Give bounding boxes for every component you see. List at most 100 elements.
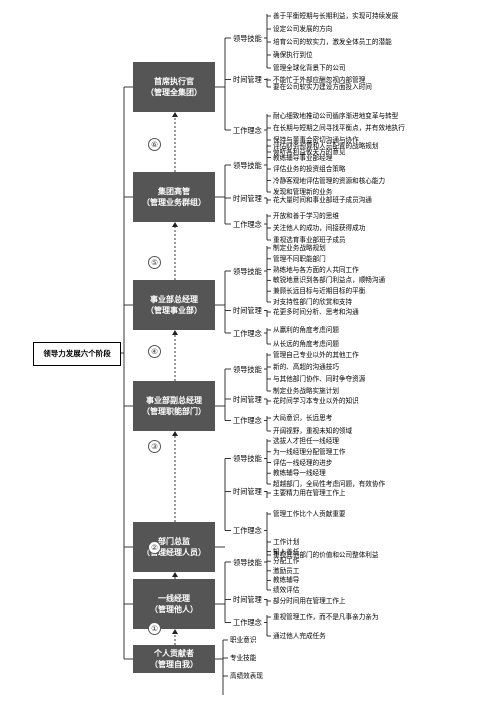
item-text: 开放和善于学习的思维 (273, 212, 339, 220)
category-label: 工作理念 (233, 618, 262, 627)
item-text: 制定业务战略规划 (273, 244, 326, 252)
item-text: 花大量时间和事业部班子成员沟通 (273, 196, 372, 204)
arrow-head (172, 572, 178, 577)
root-node: 领导力发展六个阶段 (33, 342, 121, 366)
category-label: 工作理念 (233, 416, 262, 425)
stage-subtitle: （管理全集团） (146, 87, 202, 97)
item-text: 大局意识，长远思考 (273, 414, 333, 422)
category-label: 领导技能 (233, 364, 262, 374)
arrow-head (172, 330, 178, 335)
stage-title: 事业部副总经理 (146, 395, 202, 405)
stage-title: 个人贡献者 (154, 648, 194, 658)
item-text: 超越部门，全局性考虑问题，有效协作 (273, 480, 386, 488)
item-text: 评估财务预算和人员配置的战略规划 (273, 142, 379, 150)
arrow-head (172, 222, 178, 227)
item-text: 倾听各利益攸关方的意见 (273, 148, 346, 156)
stage-box: 集团高管（管理业务群组） (133, 172, 215, 222)
stage-box: 事业部副总经理（管理职能部门） (133, 381, 215, 431)
category-label: 时间管理 (233, 75, 262, 84)
item-text: 重视选育事业部班子成员 (273, 236, 346, 244)
item-text: 教练辅导事业部经理 (273, 153, 333, 162)
item-text: 分配工作 (273, 557, 300, 566)
step-number-badge: ④ (148, 345, 161, 358)
item-text: 新的、高超的沟通技巧 (273, 363, 339, 371)
category-label: 领导技能 (233, 266, 262, 276)
item-text: 保持与董事会密切沟通与协作 (273, 136, 359, 144)
arrow-head (172, 112, 178, 117)
stage-subtitle: （管理职能部门） (142, 406, 206, 416)
step-number-badge: ③ (148, 440, 161, 453)
category-label: 工作理念 (233, 526, 262, 535)
item-text: 激励员工 (273, 566, 300, 575)
stage-subtitle: （管理经理人员） (142, 547, 206, 557)
stage-subtitle: （管理他人） (150, 604, 198, 614)
item-text: 在长期与短期之间寻找平衡点，并有效地执行 (273, 124, 405, 132)
item-text: 花时间学习本专业以外的知识 (273, 397, 359, 405)
category-label: 时间管理 (233, 595, 262, 604)
item-text: 选拔人才担任一线经理 (273, 437, 339, 445)
item-text: 设定公司发展的方向 (273, 25, 333, 33)
stage-box: 部门总监（管理经理人员） (133, 522, 215, 572)
item-text: 专业技能 (230, 654, 257, 662)
item-text: 兼顾长远目标与近期目标的平衡 (273, 287, 366, 296)
arrow-head (172, 431, 178, 436)
stage-title: 集团高管 (158, 186, 190, 196)
item-text: 通过他人完成任务 (273, 632, 326, 640)
item-text: 发现和管理新的业务 (273, 188, 333, 196)
category-label: 时间管理 (233, 394, 262, 404)
category-label: 时间管理 (233, 306, 262, 315)
item-text: 高绩效表现 (230, 672, 263, 680)
item-text: 教练辅导 (273, 576, 300, 585)
item-text: 教练辅导一线经理 (273, 469, 326, 478)
item-text: 工作计划 (273, 538, 300, 546)
item-text: 管理工作比个人贡献重要 (273, 510, 346, 518)
item-text: 冷静客观地评估管理的资源和核心能力 (273, 176, 386, 185)
item-text: 知人善任 (273, 547, 300, 556)
item-text: 管理不同职能部门 (273, 254, 326, 263)
item-text: 关注他人的成功，间接获得成功 (273, 224, 366, 232)
item-text: 不能忙于外部应酬忽视内部管理 (273, 76, 366, 84)
item-text: 主要精力用在管理工作上 (273, 489, 346, 497)
stage-subtitle: （管理业务群组） (142, 197, 206, 207)
stage-box: 事业部总经理（管理事业部） (133, 280, 215, 330)
item-text: 部分时间用在管理工作上 (273, 597, 346, 605)
item-text: 管理全球化背景下的公司 (273, 64, 346, 72)
item-text: 熟练地与各方面的人共同工作 (273, 265, 359, 274)
stage-title: 部门总监 (158, 536, 190, 546)
item-text: 敏锐地意识到各部门利益点，顺畅沟通 (273, 276, 386, 285)
category-label: 领导技能 (233, 160, 262, 170)
stage-title: 事业部总经理 (150, 294, 198, 304)
item-text: 职业意识 (230, 636, 257, 644)
stage-box: 个人贡献者（管理自我） (133, 645, 215, 673)
item-text: 花更多时间分析、思考和沟通 (273, 308, 359, 316)
stage-box: 首席执行官（管理全集团） (133, 62, 215, 112)
arrow-head (172, 629, 178, 634)
step-number-badge: ⑥ (148, 138, 161, 151)
step-number-badge: ⑤ (148, 256, 161, 269)
item-text: 管理自己专业以外的其他工作 (273, 351, 359, 359)
category-label: 领导技能 (233, 557, 262, 567)
item-text: 从赢利的角度考虑问题 (273, 326, 339, 334)
item-text: 与其他部门协作、同时争夺资源 (273, 375, 366, 383)
item-text: 重视管理工作，而不是凡事亲力亲为 (273, 613, 379, 621)
item-text: 要在公司软实力建设方面投入时间 (273, 83, 372, 91)
category-label: 工作理念 (233, 328, 262, 338)
item-text: 制定业务战略实施计划 (273, 387, 339, 395)
category-label: 时间管理 (233, 193, 262, 203)
item-text: 评估业务的投资组合策略 (273, 165, 346, 173)
stage-title: 一线经理 (158, 593, 190, 603)
stage-subtitle: （管理自我） (150, 659, 198, 669)
category-label: 工作理念 (233, 219, 262, 229)
item-text: 开阔视野，重视未知的领域 (273, 427, 353, 435)
item-text: 培育公司的软实力，激发全体员工的潜能 (273, 38, 392, 46)
stage-box: 一线经理（管理他人） (133, 579, 215, 629)
item-text: 重视其他部门的价值和公司整体利益 (273, 551, 379, 559)
item-text: 为一线经理分配管理工作 (273, 447, 346, 456)
category-label: 领导技能 (233, 33, 262, 43)
item-text: 耐心细致地推动公司循序渐进地变革与转型 (273, 112, 399, 120)
stage-title: 首席执行官 (154, 76, 194, 86)
item-text: 绩效评估 (273, 586, 300, 594)
item-text: 确保执行到位 (273, 51, 313, 59)
item-text: 从长远的角度考虑问题 (273, 340, 339, 348)
